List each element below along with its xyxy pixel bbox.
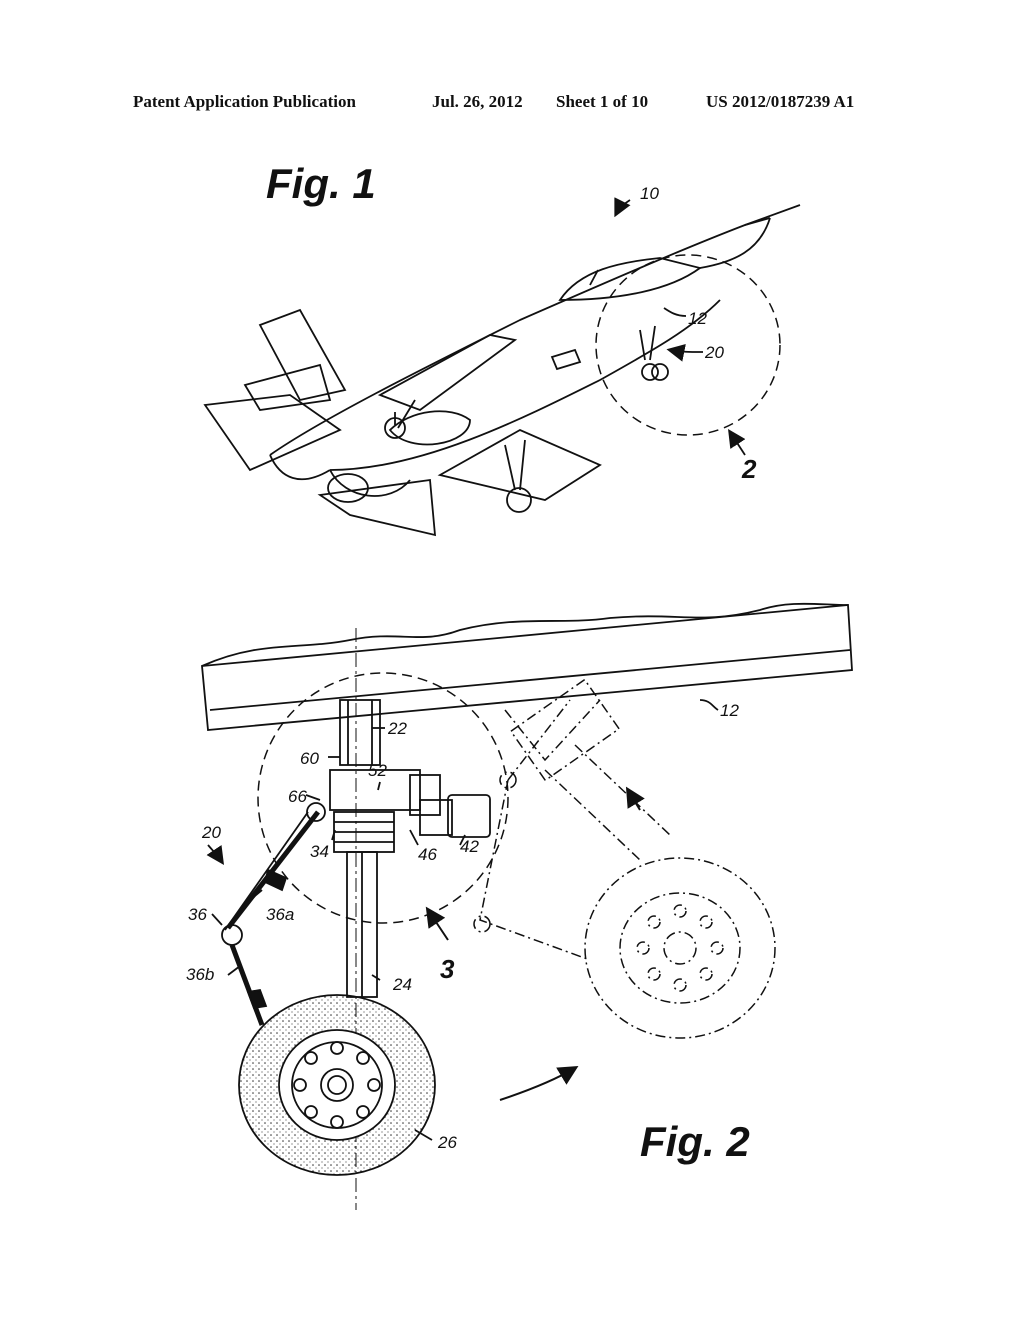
ref-gear-assembly: 20 <box>201 823 221 842</box>
publication-number: US 2012/0187239 A1 <box>706 92 855 111</box>
ref-wheel: 26 <box>437 1133 457 1152</box>
ref-pivot: 34 <box>310 842 329 861</box>
publication-type: Patent Application Publication <box>133 92 356 111</box>
ref-detail-view: 2 <box>741 454 757 484</box>
ref-structure: 12 <box>720 701 739 720</box>
ref-gear: 46 <box>418 845 437 864</box>
landing-gear-drawing <box>201 602 853 1210</box>
ref-detail-view-3: 3 <box>440 954 455 984</box>
ref-link-upper: 36a <box>266 905 294 924</box>
aircraft-drawing <box>203 197 801 537</box>
ref-link: 36 <box>188 905 207 924</box>
ref-joint: 66 <box>288 787 307 806</box>
ref-strut: 24 <box>392 975 412 994</box>
ref-motor: 42 <box>460 837 479 856</box>
figure-2-label: Fig. 2 <box>640 1118 750 1165</box>
ref-aircraft: 10 <box>640 184 659 203</box>
sheet-number: Sheet 1 of 10 <box>556 92 649 111</box>
page-header: Patent Application Publication Jul. 26, … <box>0 92 1024 116</box>
ref-drive: 52 <box>368 761 387 780</box>
ref-actuator: 60 <box>300 749 319 768</box>
figure-1-label: Fig. 1 <box>266 160 376 207</box>
ref-mount: 22 <box>387 719 407 738</box>
ref-landing-gear: 20 <box>704 343 724 362</box>
ref-fuselage: 12 <box>688 309 707 328</box>
publication-date: Jul. 26, 2012 <box>432 92 523 111</box>
ref-link-lower: 36b <box>186 965 214 984</box>
